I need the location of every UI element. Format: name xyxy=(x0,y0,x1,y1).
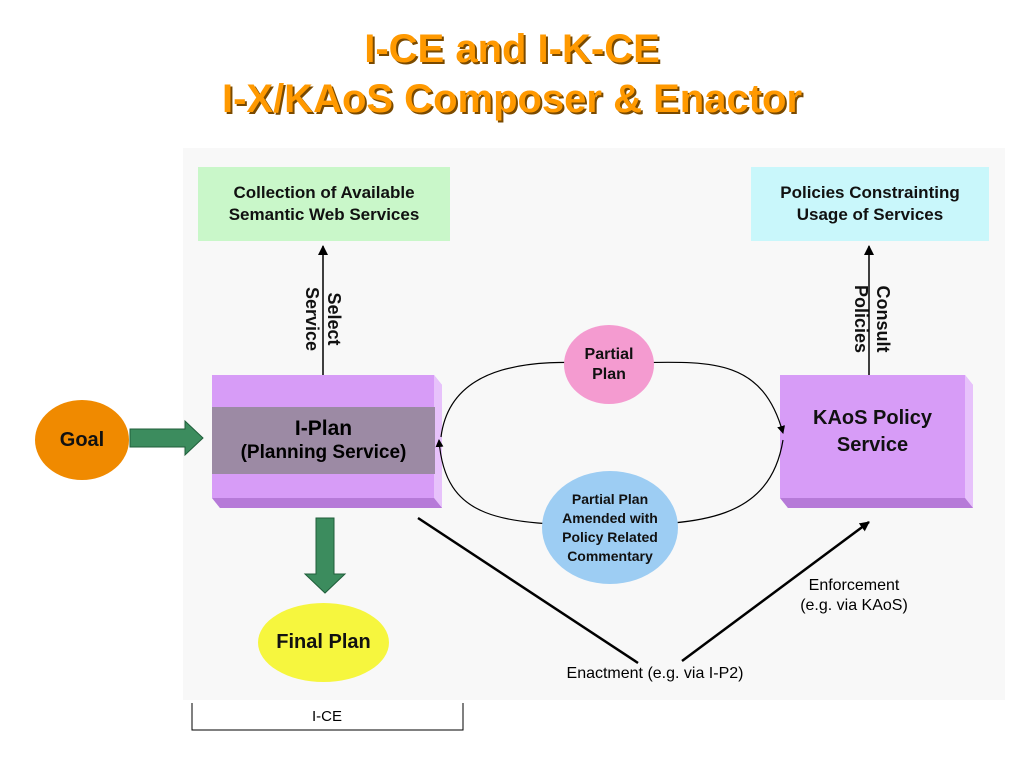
semantic-services-box: Collection of Available Semantic Web Ser… xyxy=(198,167,450,241)
semantic-services-label: Collection of Available Semantic Web Ser… xyxy=(228,183,420,224)
title-line-2: I-X/KAoS Composer & Enactor xyxy=(221,77,803,121)
enforcement-arrow xyxy=(681,520,870,663)
consult-policies-label: Consult Policies xyxy=(851,284,893,354)
policies-label: Policies Constrainting Usage of Services xyxy=(780,183,960,224)
final-plan-node: Final Plan xyxy=(258,603,389,682)
policies-box: Policies Constrainting Usage of Services xyxy=(751,167,989,241)
enactment-line xyxy=(417,516,639,665)
partial-plan-label: Partial Plan xyxy=(584,345,634,383)
iplan-subtitle: (Planning Service) xyxy=(240,441,407,463)
partial-plan-node: Partial Plan xyxy=(564,325,654,404)
amended-plan-label: Partial Plan Amended with Policy Related… xyxy=(562,490,658,564)
goal-label: Goal xyxy=(59,428,105,451)
goal-to-iplan-arrow xyxy=(129,419,204,457)
ice-bracket xyxy=(191,703,464,731)
iplan-title: I-Plan xyxy=(294,416,353,440)
iplan-band: I-Plan (Planning Service) xyxy=(212,407,435,474)
iplan-to-final-arrow xyxy=(303,517,347,594)
kaos-box xyxy=(780,375,973,508)
enactment-label: Enactment (e.g. via I-P2) xyxy=(566,665,744,682)
goal-node: Goal xyxy=(35,400,129,480)
ice-bracket-label: I-CE xyxy=(312,708,342,725)
kaos-label: KAoS Policy Service xyxy=(813,407,932,456)
select-service-label: Select Service xyxy=(302,286,344,352)
enforcement-label: Enforcement (e.g. via KAoS) xyxy=(800,577,908,614)
title-line-1: I-CE and I-K-CE xyxy=(364,27,660,71)
amended-plan-node: Partial Plan Amended with Policy Related… xyxy=(542,471,678,584)
final-plan-label: Final Plan xyxy=(276,631,371,653)
